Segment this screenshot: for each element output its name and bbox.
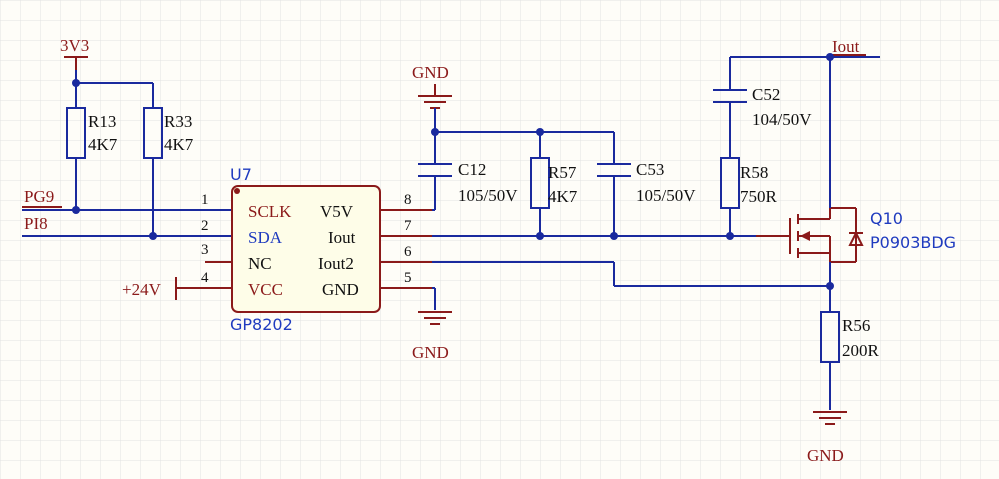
u7-pin3-num: 3: [201, 242, 209, 258]
c52-value: 104/50V: [752, 110, 812, 129]
capacitor-c52[interactable]: C52 104/50V: [713, 57, 812, 158]
capacitor-c53[interactable]: C53 105/50V: [597, 132, 696, 236]
gnd-symbol-top: GND: [412, 63, 452, 109]
u7-pin4-num: 4: [201, 270, 209, 286]
u7-pin8-num: 8: [404, 192, 412, 208]
u7-pin1-name: SCLK: [248, 202, 292, 221]
r58-ref: R58: [740, 163, 768, 182]
r57-value: 4K7: [548, 187, 578, 206]
r13-value: 4K7: [88, 135, 118, 154]
capacitor-c12[interactable]: C12 105/50V: [418, 132, 518, 210]
net-3v3: 3V3: [60, 36, 89, 70]
r56-value: 200R: [842, 341, 880, 360]
u7-pin8-name: V5V: [320, 202, 354, 221]
gnd-u7-label: GND: [412, 343, 449, 362]
net-label-iout: Iout: [832, 37, 860, 56]
r13-ref: R13: [88, 112, 116, 131]
net-label-24v: +24V: [122, 280, 162, 299]
u7-pin7-name: Iout: [328, 228, 356, 247]
resistor-r33[interactable]: R33 4K7: [143, 83, 194, 236]
c52-ref: C52: [752, 85, 780, 104]
u7-pin1-num: 1: [201, 192, 209, 208]
u7-designator: U7: [230, 165, 252, 184]
net-label-pg9: PG9: [24, 187, 54, 206]
c53-ref: C53: [636, 160, 664, 179]
junction-r57-bottom: [536, 232, 544, 240]
c12-ref: C12: [458, 160, 486, 179]
u7-pin6-name: Iout2: [318, 254, 354, 273]
resistor-r13[interactable]: R13 4K7: [66, 83, 118, 210]
u7-pin2-name: SDA: [248, 228, 283, 247]
u7-pin7-num: 7: [404, 218, 412, 234]
r33-value: 4K7: [164, 135, 194, 154]
gnd-r56-label: GND: [807, 446, 844, 465]
q10-ref: Q10: [870, 209, 903, 228]
gnd-symbol-r56: GND: [807, 411, 847, 465]
mosfet-q10[interactable]: Q10 P0903BDG: [756, 207, 956, 263]
q10-value: P0903BDG: [870, 233, 956, 252]
junction-c53-bottom: [610, 232, 618, 240]
resistor-r58[interactable]: R58 750R: [720, 157, 778, 236]
u7-pin2-num: 2: [201, 218, 209, 234]
u7-pin3-name: NC: [248, 254, 272, 273]
junction-pi8: [149, 232, 157, 240]
resistor-r56[interactable]: R56 200R: [820, 286, 880, 410]
net-24v: +24V: [122, 277, 232, 300]
gnd-symbol-u7: GND: [412, 311, 452, 362]
r57-ref: R57: [548, 163, 577, 182]
u7-pin6-num: 6: [404, 244, 412, 260]
u7-part: GP8202: [230, 315, 293, 334]
c53-value: 105/50V: [636, 186, 696, 205]
u7-pin5-num: 5: [404, 270, 412, 286]
net-label-pi8: PI8: [24, 214, 48, 233]
r33-ref: R33: [164, 112, 192, 131]
junction-pg9: [72, 206, 80, 214]
c12-value: 105/50V: [458, 186, 518, 205]
gnd-top-label: GND: [412, 63, 449, 82]
r56-ref: R56: [842, 316, 870, 335]
u7-pin5-name: GND: [322, 280, 359, 299]
ic-u7[interactable]: U7 GP8202 1 SCLK 2 SDA 3 NC 4 VCC 8 V5V …: [201, 165, 412, 334]
resistor-r57[interactable]: R57 4K7: [530, 132, 578, 236]
net-label-3v3: 3V3: [60, 36, 89, 55]
r58-value: 750R: [740, 187, 778, 206]
u7-pin4-name: VCC: [248, 280, 283, 299]
